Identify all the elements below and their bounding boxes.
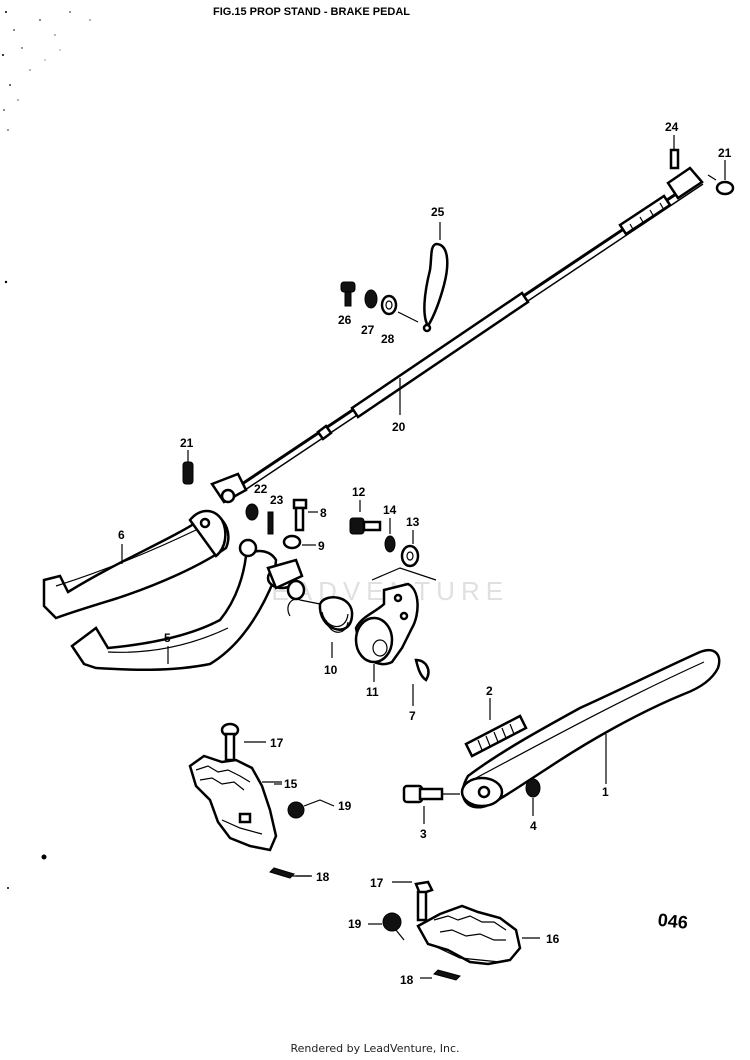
footer-credit: Rendered by LeadVenture, Inc. xyxy=(290,1042,460,1055)
stand-spring-2 xyxy=(464,698,528,758)
footrest-15 xyxy=(188,754,278,852)
rod-clevis xyxy=(210,472,248,504)
callout-13: 13 xyxy=(406,515,420,529)
callout-4: 4 xyxy=(530,819,537,833)
callout-23: 23 xyxy=(270,493,284,507)
spring-19-left xyxy=(274,783,335,819)
washer-22 xyxy=(245,503,259,521)
cotter-pin-21-lower xyxy=(182,461,194,485)
nut-9 xyxy=(282,534,316,550)
callout-26: 26 xyxy=(338,313,352,327)
nut-4 xyxy=(525,778,541,816)
prop-stand-1 xyxy=(460,649,721,809)
callout-10: 10 xyxy=(324,663,338,677)
callout-28: 28 xyxy=(381,332,395,346)
nut-13 xyxy=(400,544,420,568)
callout-12: 12 xyxy=(352,485,366,499)
callout-22: 22 xyxy=(254,482,268,496)
callout-21-top: 21 xyxy=(718,146,732,160)
callout-19-left: 19 xyxy=(338,799,352,813)
callout-24: 24 xyxy=(665,120,679,134)
pivot-bolt-3 xyxy=(402,784,460,824)
spring-clip-25 xyxy=(422,222,449,333)
bolt-12 xyxy=(349,517,382,535)
clevis-pin-24 xyxy=(669,135,680,170)
drawing-code: 046 xyxy=(657,910,689,933)
callout-8: 8 xyxy=(320,506,327,520)
leader-13-bracket xyxy=(371,567,437,581)
clip-18-right xyxy=(420,969,461,981)
callout-27: 27 xyxy=(361,323,375,337)
footrest-16 xyxy=(416,904,522,966)
washer-27 xyxy=(364,289,378,309)
callout-5: 5 xyxy=(164,631,171,645)
callout-11: 11 xyxy=(366,685,379,699)
callout-18-right: 18 xyxy=(400,973,414,987)
callout-15: 15 xyxy=(284,777,298,791)
washer-14 xyxy=(384,535,396,553)
brake-rod xyxy=(229,166,704,499)
callout-16: 16 xyxy=(546,932,560,946)
callout-1: 1 xyxy=(602,785,609,799)
callout-3: 3 xyxy=(420,827,427,841)
spring-19-right xyxy=(368,912,405,941)
callout-17-right: 17 xyxy=(370,876,384,890)
e-clip-7 xyxy=(412,658,430,706)
callouts: 1 2 3 4 5 6 7 8 9 10 11 12 13 14 15 16 1… xyxy=(118,120,732,987)
callout-9: 9 xyxy=(318,539,325,553)
bolt-26 xyxy=(340,281,356,307)
callout-25: 25 xyxy=(431,205,445,219)
scan-noise xyxy=(2,11,91,889)
callout-21-lower: 21 xyxy=(180,436,194,450)
callout-2: 2 xyxy=(486,684,493,698)
diagram-title: FIG.15 PROP STAND - BRAKE PEDAL xyxy=(213,6,410,18)
callout-14: 14 xyxy=(383,503,397,517)
cotter-pin-21-top xyxy=(707,160,735,196)
bolt-8 xyxy=(292,498,318,532)
pivot-bracket-11 xyxy=(354,582,419,666)
pin-17-right xyxy=(392,880,434,922)
pin-17-left xyxy=(220,722,266,762)
brake-pedal-6 xyxy=(42,509,230,620)
callout-6: 6 xyxy=(118,528,125,542)
callout-19-right: 19 xyxy=(348,917,362,931)
nut-28 xyxy=(380,294,419,323)
callout-17-left: 17 xyxy=(270,736,284,750)
return-spring-10 xyxy=(287,596,354,633)
callout-20: 20 xyxy=(392,420,406,434)
callout-7: 7 xyxy=(409,709,416,723)
callout-18-left: 18 xyxy=(316,870,330,884)
cotter-pin-23 xyxy=(267,511,274,535)
